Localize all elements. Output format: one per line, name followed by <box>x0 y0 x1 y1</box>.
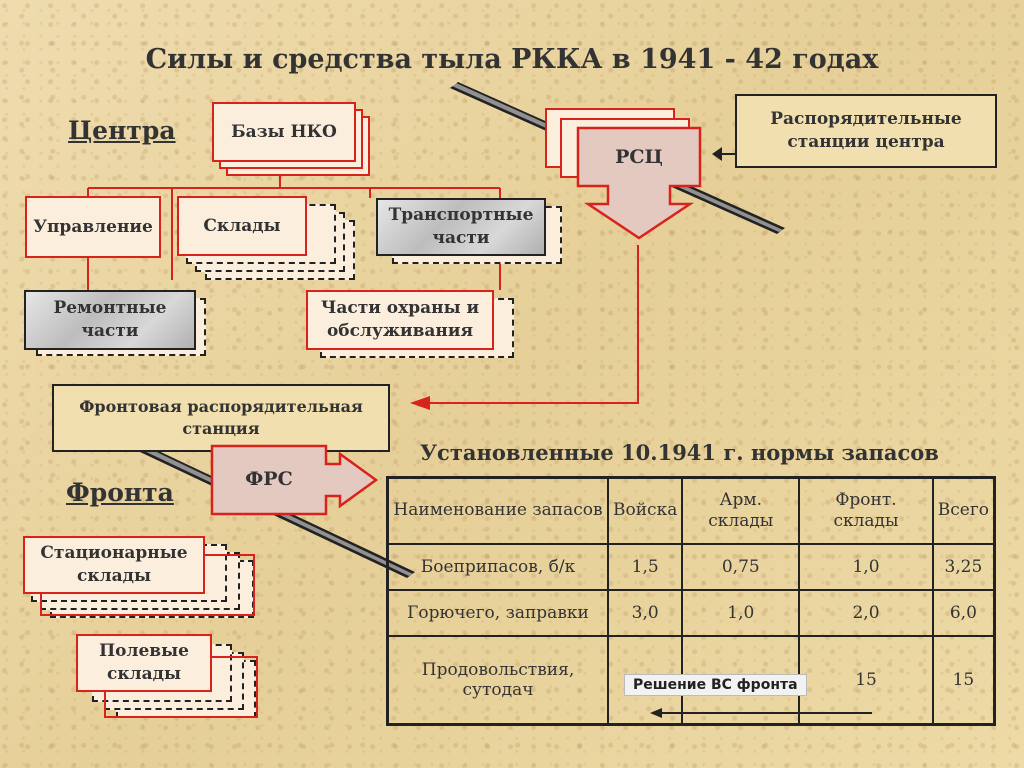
decision-arrow <box>650 708 872 718</box>
repair-label: Ремонтные части <box>53 298 167 341</box>
arrow-to-front-station <box>410 396 430 410</box>
central-stations-label: Распорядительные станции центра <box>770 109 962 152</box>
frs-label: ФРС <box>245 468 293 491</box>
bases-nko-box: Базы НКО <box>212 102 356 162</box>
frs-arrow-box <box>210 444 379 516</box>
arrow-to-rsc <box>712 147 722 161</box>
field-label: Полевые склады <box>99 641 189 684</box>
warehouses-label: Склады <box>203 215 281 236</box>
cell-troops: 1,5 <box>606 542 684 591</box>
centre-heading: Центра <box>68 116 176 145</box>
management-label: Управление <box>33 216 153 237</box>
cell-total: 15 <box>931 634 996 726</box>
bases-nko-label: Базы НКО <box>231 121 337 142</box>
transport-label: Транспортные части <box>388 205 534 248</box>
cell-name: Боеприпасов, б/к <box>386 542 609 591</box>
cell-troops: 3,0 <box>606 588 684 637</box>
cell-front: 1,0 <box>798 542 934 591</box>
cell-total: 6,0 <box>931 588 996 637</box>
guard-box: Части охраны и обслуживания <box>306 290 494 350</box>
management-box: Управление <box>25 196 161 258</box>
guard-label: Части охраны и обслуживания <box>320 298 480 341</box>
table-row: Боеприпасов, б/к 1,5 0,75 1,0 3,25 <box>386 542 996 591</box>
cell-total: 3,25 <box>931 542 996 591</box>
cell-name: Продовольствия, сутодач <box>386 634 609 726</box>
repair-box: Ремонтные части <box>24 290 196 350</box>
field-box: Полевые склады <box>76 634 212 692</box>
connector-lines <box>87 160 639 404</box>
col-header-troops: Войска <box>606 476 684 545</box>
cell-front: 15 <box>798 634 934 726</box>
col-header-army: Арм. склады <box>681 476 801 545</box>
rsc-label: РСЦ <box>615 146 663 169</box>
cell-name: Горючего, заправки <box>386 588 609 637</box>
warehouses-box: Склады <box>177 196 307 256</box>
col-header-total: Всего <box>931 476 996 545</box>
rsc-arrow-box <box>576 126 702 240</box>
cell-army: 0,75 <box>681 542 801 591</box>
decision-note: Решение ВС фронта <box>624 674 807 696</box>
page-title: Силы и средства тыла РККА в 1941 - 42 го… <box>145 44 879 75</box>
table-row: Горючего, заправки 3,0 1,0 2,0 6,0 <box>386 588 996 637</box>
stationary-box: Стационарные склады <box>23 536 205 594</box>
table-caption: Установленные 10.1941 г. нормы запасов <box>420 440 939 465</box>
central-stations-box: Распорядительные станции центра <box>735 94 997 168</box>
stationary-label: Стационарные склады <box>40 543 188 586</box>
transport-box: Транспортные части <box>376 198 546 256</box>
norms-table: Наименование запасов Войска Арм. склады … <box>386 476 996 726</box>
col-header-front: Фронт. склады <box>798 476 934 545</box>
table-header-row: Наименование запасов Войска Арм. склады … <box>386 476 996 545</box>
cell-army: 1,0 <box>681 588 801 637</box>
front-heading: Фронта <box>66 478 174 507</box>
front-station-box: Фронтовая распорядительная станция <box>52 384 390 452</box>
col-header-name: Наименование запасов <box>386 476 609 545</box>
table-row: Продовольствия, сутодач 15 15 <box>386 634 996 726</box>
front-station-label: Фронтовая распорядительная станция <box>79 397 363 438</box>
cell-front: 2,0 <box>798 588 934 637</box>
